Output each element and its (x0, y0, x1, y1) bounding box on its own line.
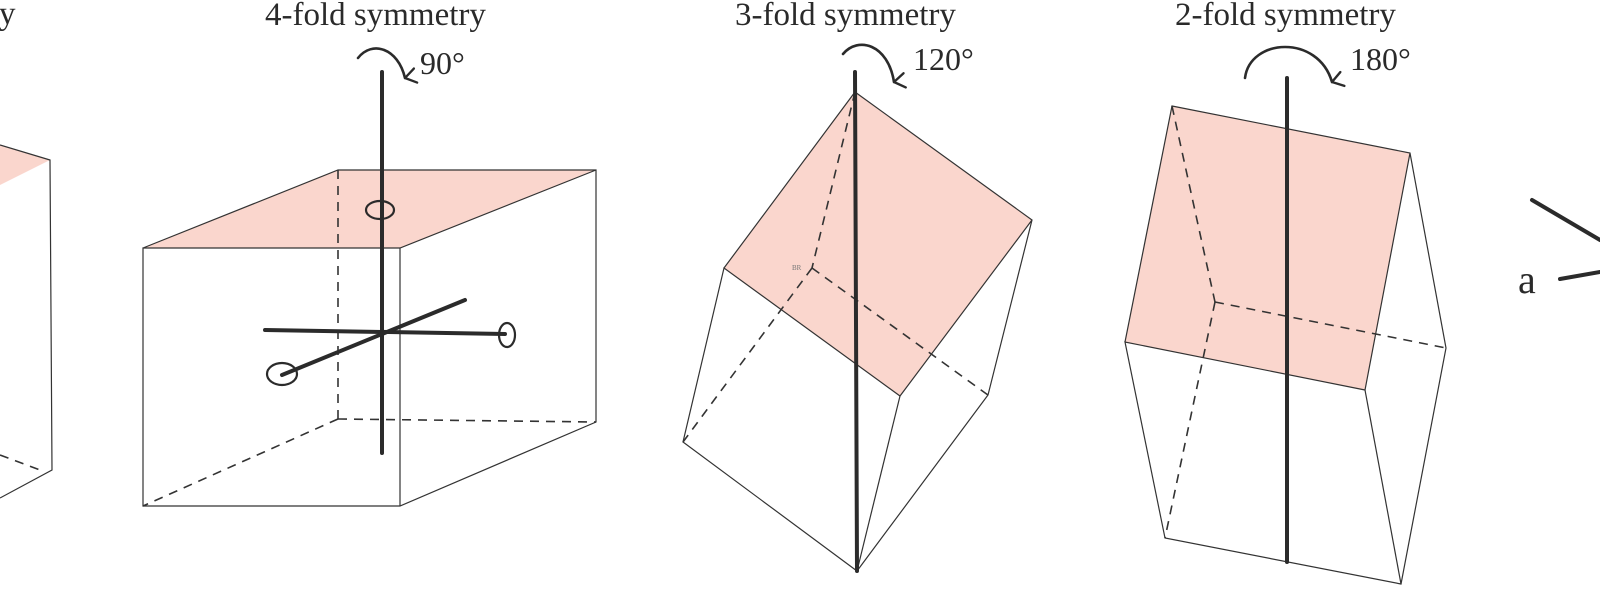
axis-a-label: a (1518, 257, 1536, 302)
threefold-title: 3-fold symmetry (735, 0, 956, 33)
fourfold-angle-label: 90° (420, 45, 465, 81)
partial-left-hidden-edge (0, 454, 41, 471)
twofold-hidden-right-edge (1214, 301, 1447, 349)
threefold-hidden-vertical-edge (811, 91, 856, 269)
fourfold-left-axis-marker (265, 361, 299, 387)
threefold-front-edge (856, 395, 901, 572)
fourfold-rotation-arrow-icon (356, 47, 419, 84)
twofold-panel: 2-fold symmetry 180° (1124, 0, 1447, 585)
fourfold-hidden-diagonal-edge (142, 418, 339, 507)
partial-left-title: ry (0, 0, 16, 32)
partial-right-axis-line-upper (1530, 198, 1600, 242)
twofold-title: 2-fold symmetry (1175, 0, 1396, 33)
partial-left-top-face (0, 145, 50, 185)
threefold-small-mark: BR (792, 264, 802, 272)
twofold-front-edge (1364, 389, 1402, 585)
partial-right-panel: a (1518, 198, 1600, 302)
threefold-angle-label: 120° (913, 41, 974, 77)
threefold-panel: 3-fold symmetry 120° BR (682, 0, 1033, 573)
fourfold-hidden-back-edge (337, 418, 597, 423)
twofold-angle-label: 180° (1350, 41, 1411, 77)
threefold-hidden-right-edge (811, 267, 989, 396)
partial-left-panel: ry (0, 0, 53, 499)
fourfold-panel: 4-fold symmetry 90° (142, 0, 597, 507)
fourfold-right-axis-marker (497, 321, 517, 349)
twofold-hidden-left-edge (1164, 301, 1216, 539)
fourfold-diagonal-axis (280, 298, 467, 377)
threefold-top-face (724, 92, 1032, 396)
partial-right-axis-line-lower (1558, 270, 1600, 281)
twofold-rotation-arrow-icon (1243, 45, 1346, 88)
twofold-hidden-vertical-edge (1171, 105, 1216, 303)
twofold-top-face (1125, 106, 1410, 390)
threefold-rotation-arrow-icon (841, 43, 907, 89)
fourfold-title: 4-fold symmetry (265, 0, 486, 33)
threefold-hidden-left-edge (682, 267, 813, 443)
threefold-vertical-axis (853, 70, 859, 573)
fourfold-top-face (143, 170, 596, 248)
partial-left-cube-edge (0, 144, 53, 499)
fourfold-top-axis-marker (364, 199, 396, 221)
